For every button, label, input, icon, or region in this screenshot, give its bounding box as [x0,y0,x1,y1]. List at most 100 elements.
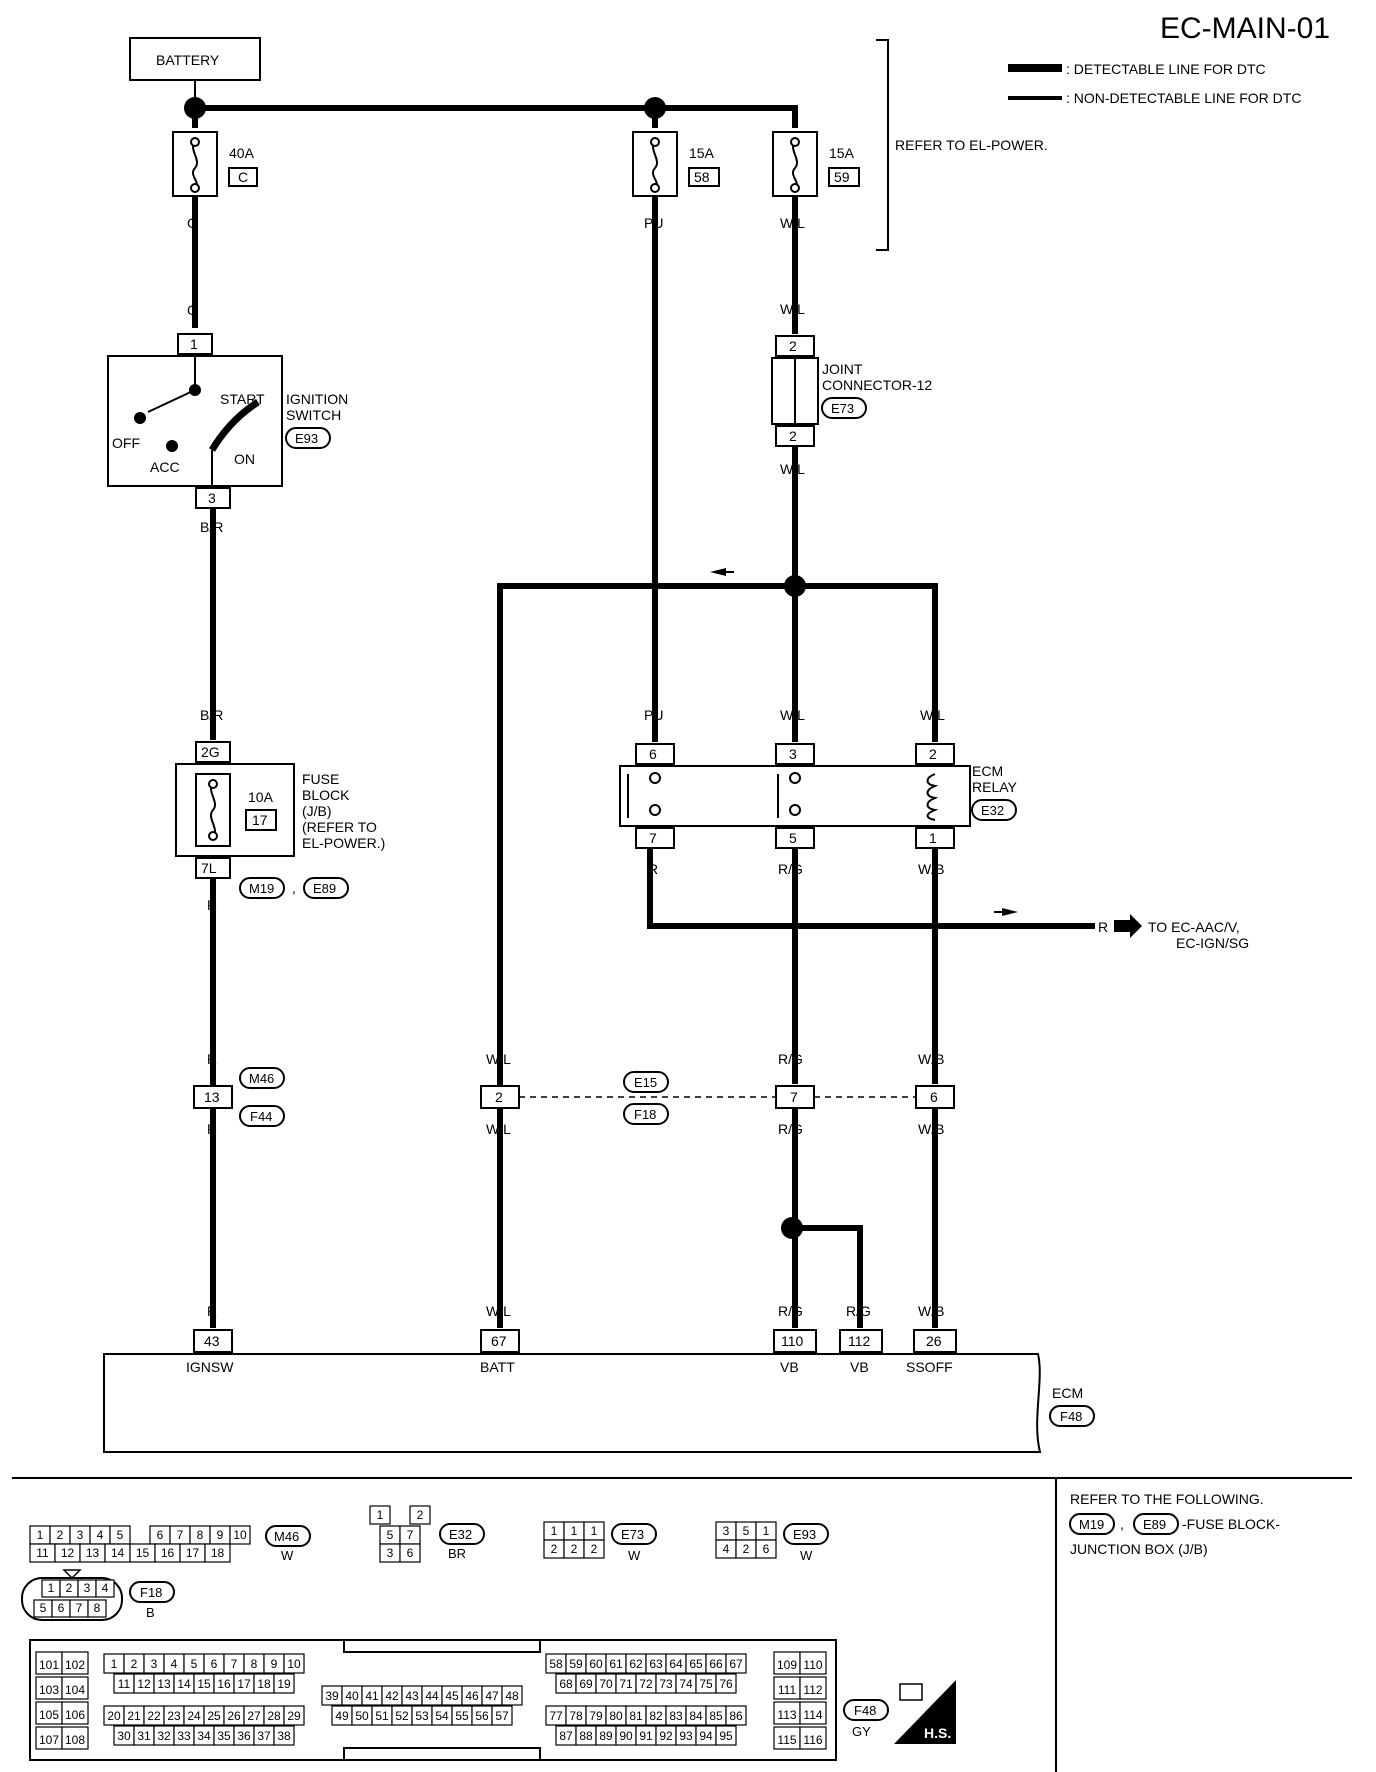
relay-title1: ECM [972,763,1003,779]
pin-number: 17 [237,1677,251,1691]
relay-title2: RELAY [972,779,1018,795]
refer-el-power: REFER TO EL-POWER. [895,137,1048,153]
pin-number: 16 [161,1546,175,1560]
relay-pin-7-box [635,827,675,849]
pin-number: 72 [639,1677,653,1691]
pin-number: 5 [191,1657,198,1671]
pin-number: 74 [679,1677,693,1691]
pin-number: 113 [777,1708,796,1722]
fb-l4: (REFER TO [302,819,377,835]
ecm-pin-0-box [193,1329,233,1353]
e73-id-oval [611,1523,657,1545]
pin-number: 85 [709,1709,723,1723]
pin-number: 60 [589,1657,603,1671]
e32-color: BR [448,1546,466,1561]
pin-number: 104 [65,1683,85,1697]
pin-number: 6 [763,1542,770,1556]
pin-number: 2 [131,1657,138,1671]
pin-number: 3 [84,1581,91,1595]
refer-note-comma: , [1120,1516,1124,1532]
pin-number: 63 [649,1657,663,1671]
pin-number: 71 [619,1677,633,1691]
relay-wire-top-1: W/L [780,707,805,723]
pin-number: 19 [277,1677,291,1691]
pin-cell [501,1685,523,1706]
pin-number: 9 [217,1528,224,1542]
mid-conn2-oval [623,1103,669,1125]
pin-number: 108 [65,1733,85,1747]
fb-id: 17 [252,812,268,828]
ign-title2: SWITCH [286,407,341,423]
fb-conn1-oval [239,877,285,899]
pin-cell [61,1651,89,1675]
pin-number: 77 [549,1709,563,1723]
pin-number: 23 [167,1709,181,1723]
pin-number: 47 [485,1689,499,1703]
legend-detectable: : DETECTABLE LINE FOR DTC [1066,61,1266,77]
relay-pin-3-box [775,743,815,765]
pin-cell [715,1725,737,1746]
pin-number: 4 [97,1528,104,1542]
pin-cell [799,1701,827,1725]
relay-conn-oval [971,799,1017,821]
ecm-conn-oval [1049,1405,1095,1427]
pin-cell [799,1726,827,1750]
fuse-58-amp: 15A [689,145,715,161]
ign-on: ON [234,451,255,467]
wire-label-br-2: B/R [200,707,223,723]
relay-pin-bottom-0: 7 [649,830,657,846]
page-code: EC-MAIN-01 [1160,12,1330,45]
pin-number: 43 [405,1689,419,1703]
pin-number: 101 [39,1658,59,1672]
pin-number: 2 [551,1542,558,1556]
f48-id: F48 [854,1703,876,1718]
pin-number: 114 [803,1708,822,1722]
pin-number: 4 [102,1581,109,1595]
fb-l2: BLOCK [302,787,350,803]
fuse-59-amp: 15A [829,145,855,161]
e93-id: E93 [793,1527,816,1542]
fuse-58 [632,131,678,197]
to-ec-arrow [1114,914,1142,938]
pin-number: 6 [58,1601,65,1615]
ecm-pin-1-num: 67 [491,1333,507,1349]
joint-pin-top-box [775,335,815,357]
pin-number: 53 [415,1709,429,1723]
m46-id-oval [265,1525,311,1547]
pin-number: 12 [61,1546,75,1560]
pin-number: 15 [136,1546,150,1560]
fb-l1: FUSE [302,771,339,787]
pin-number: 65 [689,1657,703,1671]
ecm-pin-2-box [773,1329,817,1353]
relay-pin-bottom-1: 5 [789,830,797,846]
ecm-pin-2-wire: R/G [778,1303,803,1319]
ecm-pin-4-box [913,1329,957,1353]
pin-number: 11 [118,1677,131,1691]
pin-number: 5 [117,1528,124,1542]
pin-cell [273,1725,295,1746]
pin-number: 25 [207,1709,221,1723]
relay-wire-top-0: PU [644,707,663,723]
pin-number: 37 [257,1729,271,1743]
pin-number: 10 [233,1528,247,1542]
pin-number: 31 [137,1729,151,1743]
ign-acc: ACC [150,459,180,475]
ignition-switch-symbol [134,356,260,486]
fuse-40a [172,131,218,197]
pin-number: 83 [669,1709,683,1723]
c7-pin: 7 [790,1089,798,1105]
pin-cell [204,1543,231,1563]
fb-comma: , [292,880,296,896]
pin-number: 15 [197,1677,211,1691]
wire-wl-to-batt [497,583,795,1090]
refer-note-l2: -FUSE BLOCK- [1182,1516,1280,1532]
pin-number: 3 [723,1524,730,1538]
ign-conn-oval [285,427,331,449]
pin-number: 3 [387,1546,394,1560]
wire-wl-to-relay-coil [795,583,938,742]
ecm-pin-1-wire: W/L [486,1303,511,1319]
joint-title1: JOINT [822,361,863,377]
